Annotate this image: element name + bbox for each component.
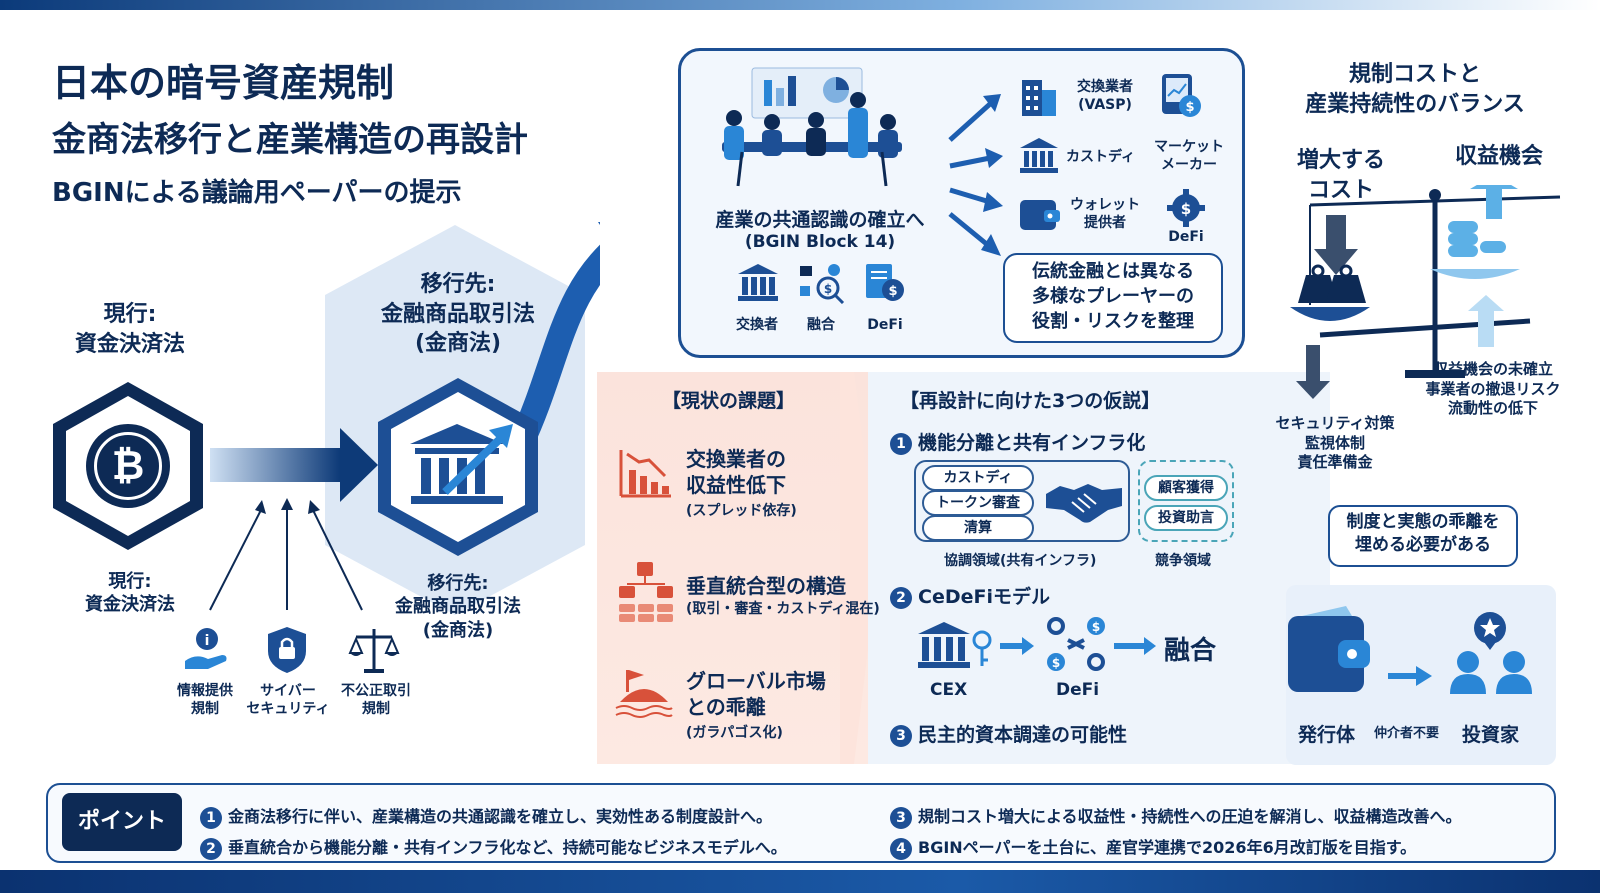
svg-text:$: $ xyxy=(1185,100,1194,115)
issues-chevron xyxy=(840,372,878,764)
coop-area-box xyxy=(914,460,1130,542)
chart-coin-icon: $ xyxy=(1162,74,1201,117)
info-hand-icon: i xyxy=(185,628,227,669)
issue-global-note: (ガラパゴス化) xyxy=(686,725,783,741)
svg-text:i: i xyxy=(205,633,210,649)
pillar-label-unfair: 不公正取引規制 xyxy=(341,683,411,718)
bitcoin-icon: ₿ xyxy=(86,424,170,508)
declining-chart-icon xyxy=(619,450,671,498)
comp-advice: 投資助言 xyxy=(1144,505,1228,531)
no-intermediary-label: 仲介者不要 xyxy=(1374,726,1440,741)
comp-area-box xyxy=(1138,460,1234,542)
meeting-illustration xyxy=(722,67,902,187)
issues-heading: 【現状の課題】 xyxy=(662,390,796,412)
bank-icon xyxy=(738,264,778,301)
issue-profitability-note: (スプレッド依存) xyxy=(686,503,797,519)
bottom-accent-bar xyxy=(0,870,1600,893)
island-icon xyxy=(615,670,673,718)
issuer-label: 発行体 xyxy=(1298,724,1356,746)
comp-customer: 顧客獲得 xyxy=(1144,475,1228,501)
comp-label: 競争領域 xyxy=(1155,553,1211,569)
document-coin-icon: $ xyxy=(866,264,904,301)
player-wallet: ウォレット提供者 xyxy=(1070,197,1140,232)
cex-bank-key-icon xyxy=(918,622,992,668)
icon-label-defi: DeFi xyxy=(867,317,903,333)
svg-text:$: $ xyxy=(1181,200,1191,218)
scales-icon xyxy=(348,629,400,673)
cex-label: CEX xyxy=(930,680,968,700)
bank-growth-icon xyxy=(410,424,513,504)
balance-scale-graphic xyxy=(1290,185,1561,399)
coop-custody: カストディ xyxy=(922,465,1034,491)
points-badge: ポイント xyxy=(62,793,182,851)
top-accent-bar xyxy=(0,0,1600,10)
balance-cost-heading: 増大するコスト xyxy=(1296,148,1385,203)
building-icon xyxy=(1022,80,1056,116)
hypotheses-heading: 【再設計に向けた3つの仮説】 xyxy=(900,390,1161,412)
network-icon: $ xyxy=(800,264,845,304)
revenue-items: 収益機会の未確立事業者の撤退リスク流動性の低下 xyxy=(1425,360,1561,417)
cost-items: セキュリティ対策監視体制責任準備金 xyxy=(1275,414,1395,471)
gear-coin-icon: $ xyxy=(1167,189,1205,227)
current-label: 現行: 資金決済法 xyxy=(85,571,175,616)
consensus-heading: 産業の共通認識の確立へ xyxy=(715,209,925,231)
investor-group-icon xyxy=(1450,612,1532,694)
coop-clearing: 清算 xyxy=(922,515,1034,541)
handshake-icon xyxy=(1046,484,1122,523)
investor-label: 投資家 xyxy=(1462,724,1520,746)
target-label: 移行先: 金融商品取引法 (金商法) xyxy=(395,573,521,641)
consensus-subheading: (BGIN Block 14) xyxy=(744,232,896,252)
player-market-maker: マーケットメーカー xyxy=(1154,139,1224,174)
fan-arrows xyxy=(948,94,1003,256)
player-defi: DeFi xyxy=(1168,229,1204,245)
fusion-label: 融合 xyxy=(1164,636,1217,666)
arrow-right-icon xyxy=(1000,637,1034,655)
issue-vertical: 垂直統合型の構造 xyxy=(686,574,846,598)
arrow-right-icon-3 xyxy=(1388,666,1432,686)
defi-label: DeFi xyxy=(1056,680,1100,700)
pillar-label-cyber: サイバーセキュリティ xyxy=(246,683,330,718)
shield-lock-icon xyxy=(268,627,306,673)
issuer-wallet-icon xyxy=(1288,606,1370,692)
players-callout: 伝統金融とは異なる 多様なプレーヤーの 役割・リスクを整理 xyxy=(1003,253,1223,343)
page-tagline: BGINによる議論用ペーパーの提示 xyxy=(52,178,462,208)
player-custody: カストディ xyxy=(1066,149,1136,165)
wallet-icon xyxy=(1020,200,1060,230)
coop-label: 協調領域(共有インフラ) xyxy=(944,553,1097,569)
hierarchy-icon xyxy=(619,562,673,622)
hypotheses-background xyxy=(868,372,1330,764)
arrow-right-icon-2 xyxy=(1114,637,1156,655)
issue-global: グローバル市場との乖離 xyxy=(686,669,826,719)
player-vasp: 交換業者(VASP) xyxy=(1077,79,1133,114)
svg-text:$: $ xyxy=(1052,656,1060,670)
page-title: 日本の暗号資産規制 xyxy=(52,61,395,105)
custody-bank-icon xyxy=(1020,138,1058,173)
target-heading: 移行先: 金融商品取引法 (金商法) xyxy=(380,272,535,357)
balance-heading: 規制コストと産業持続性のバランス xyxy=(1305,62,1525,117)
svg-text:$: $ xyxy=(888,284,897,299)
current-heading: 現行: 資金決済法 xyxy=(74,302,185,357)
svg-text:$: $ xyxy=(1092,620,1100,634)
defi-gears-icon: $ $ xyxy=(1047,617,1105,671)
issue-profitability: 交換業者の収益性低下 xyxy=(686,447,786,497)
icon-label-exchange: 交換者 xyxy=(736,317,778,333)
icon-label-fusion: 融合 xyxy=(807,317,835,333)
page-subtitle: 金商法移行と産業構造の再設計 xyxy=(52,120,528,160)
issue-vertical-note: (取引・審査・カストディ混在) xyxy=(686,601,880,617)
pillar-label-info: 情報提供規制 xyxy=(177,683,233,718)
gap-note: 制度と実態の乖離を埋める必要がある xyxy=(1328,505,1518,567)
key-points-box xyxy=(46,783,1556,863)
balance-revenue-heading: 収益機会 xyxy=(1455,144,1544,169)
coop-token-review: トークン審査 xyxy=(922,490,1034,516)
svg-text:$: $ xyxy=(824,282,832,296)
